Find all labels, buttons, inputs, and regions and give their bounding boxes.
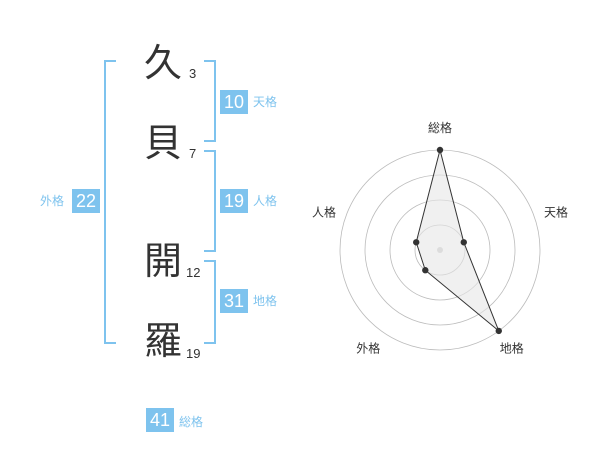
radar-axis-label-5: 人格 [312,204,336,219]
gaikaku-bracket [104,60,116,344]
chikaku-label: 地格 [253,294,278,308]
radar-axis-label-4: 外格 [356,341,380,356]
name-char-3: 開 [144,239,183,283]
soukaku-value: 41 [146,408,174,432]
stroke-count-4: 19 [186,346,201,361]
radar-axis-label-3: 地格 [500,341,524,356]
radar-series-polygon [415,149,500,332]
radar-axis-label-2: 天格 [544,204,568,219]
radar-axis-label-1: 総格 [428,120,452,135]
name-char-1: 久 [144,41,183,85]
chikaku-value: 31 [220,289,248,313]
chikaku-bracket [204,260,216,344]
radar-point-3 [495,327,502,335]
tenkaku-bracket [204,60,216,142]
jinkaku-label: 人格 [253,194,278,208]
stroke-count-2: 7 [189,146,197,161]
gaikaku-value: 22 [72,189,100,213]
jinkaku-bracket [204,150,216,252]
tenkaku-label: 天格 [253,95,278,109]
stroke-count-1: 3 [189,66,197,81]
soukaku-label: 総格 [179,415,204,429]
radar-point-4 [422,267,429,274]
name-char-4: 羅 [144,319,183,363]
stroke-count-3: 12 [186,265,201,280]
name-char-2: 貝 [144,121,183,165]
radar-point-1 [436,146,444,154]
jinkaku-value: 19 [220,189,248,213]
tenkaku-value: 10 [220,90,248,114]
gaikaku-label: 外格 [40,194,65,208]
radar-point-5 [413,239,420,246]
radar-point-2 [460,239,467,246]
